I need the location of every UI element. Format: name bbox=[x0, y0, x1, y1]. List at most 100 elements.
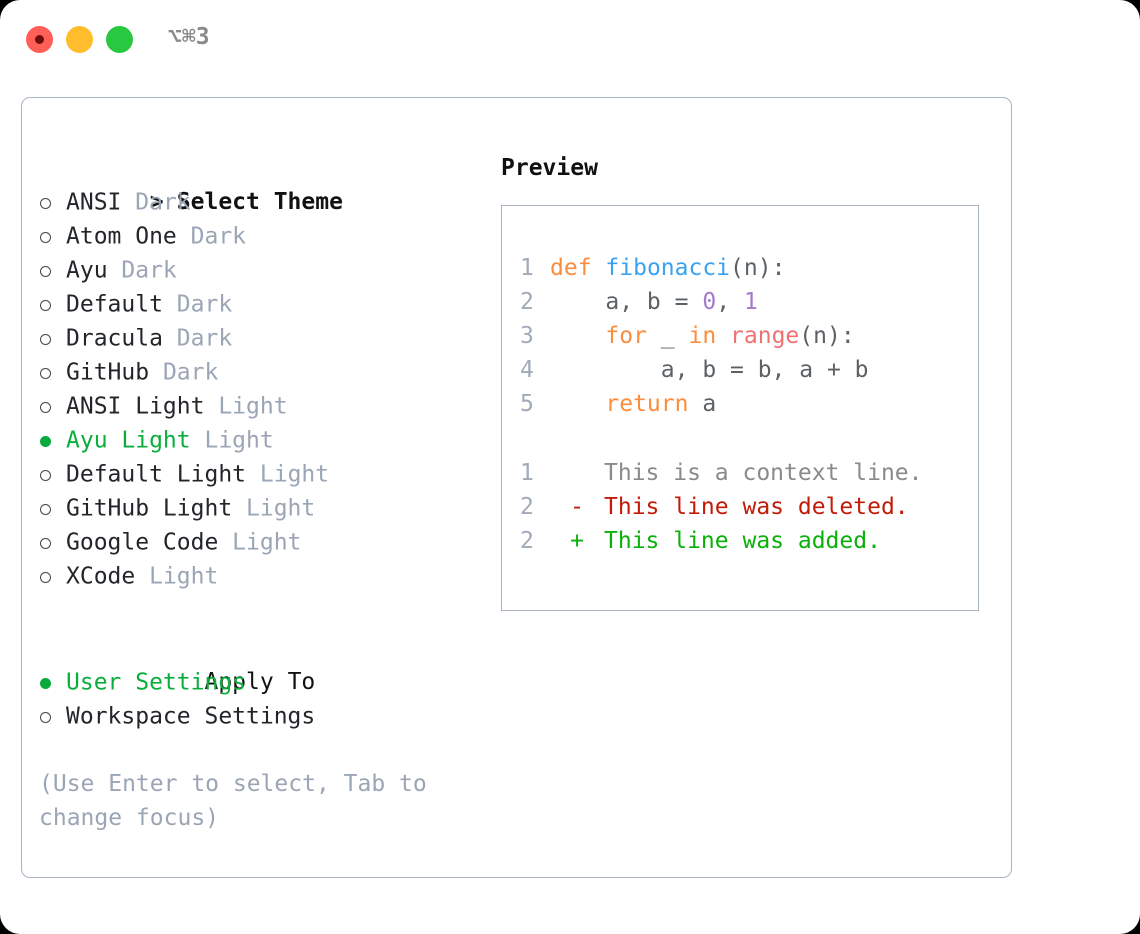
code-line: 3 for _ in range(n): bbox=[520, 319, 972, 353]
code-line: 1 def fibonacci(n): bbox=[520, 251, 972, 285]
code-token: 0 bbox=[702, 289, 717, 315]
diff-sample: 1 This is a context line.2-This line was… bbox=[520, 456, 972, 558]
keyboard-hint-text: (Use Enter to select, Tab to change focu… bbox=[39, 771, 441, 831]
theme-variant-badge: Dark bbox=[176, 291, 233, 318]
theme-option-label: ANSI bbox=[66, 189, 136, 216]
theme-option-github-light[interactable]: GitHub Light Light bbox=[39, 491, 479, 525]
radio-unselected-icon bbox=[39, 356, 66, 390]
theme-option-label: Dracula bbox=[66, 325, 177, 352]
apply-to-heading: >Apply To bbox=[39, 631, 479, 695]
radio-unselected-icon bbox=[39, 220, 66, 254]
diff-line-add: 2+This line was added. bbox=[520, 524, 972, 558]
radio-unselected-icon bbox=[39, 526, 66, 560]
line-number: 2 bbox=[520, 494, 534, 520]
theme-variant-badge: Dark bbox=[190, 223, 247, 250]
theme-option-ansi[interactable]: ANSI Dark bbox=[39, 185, 479, 219]
line-number: 5 bbox=[520, 391, 534, 417]
line-number: 2 bbox=[520, 528, 534, 554]
recording-indicator-icon bbox=[35, 35, 44, 44]
theme-option-dracula[interactable]: Dracula Dark bbox=[39, 321, 479, 355]
theme-option-default-light[interactable]: Default Light Light bbox=[39, 457, 479, 491]
code-sample: 1 def fibonacci(n): 2 a, b = 0, 1 3 for _ i… bbox=[520, 251, 972, 421]
theme-option-ayu-light[interactable]: Ayu Light Light bbox=[39, 423, 479, 457]
theme-option-label: ANSI Light bbox=[66, 393, 219, 420]
code-token: in bbox=[688, 323, 717, 349]
preview-box: 1 def fibonacci(n): 2 a, b = 0, 1 3 for _ i… bbox=[501, 205, 979, 611]
theme-option-label: Default bbox=[66, 291, 177, 318]
code-token bbox=[716, 323, 730, 349]
radio-unselected-icon bbox=[39, 492, 66, 526]
code-line: 4 a, b = b, a + b bbox=[520, 353, 972, 387]
code-token bbox=[550, 323, 605, 349]
theme-variant-badge: Light bbox=[259, 461, 330, 488]
line-number: 4 bbox=[520, 357, 534, 383]
line-number: 1 bbox=[520, 460, 534, 486]
cursor-marker-icon: > bbox=[149, 189, 164, 215]
code-token: fibonacci bbox=[605, 255, 731, 281]
line-number: 2 bbox=[520, 289, 534, 315]
radio-unselected-icon bbox=[39, 390, 66, 424]
theme-option-label: Atom One bbox=[66, 223, 191, 250]
theme-variant-badge: Dark bbox=[162, 359, 219, 386]
theme-variant-badge: Dark bbox=[135, 189, 191, 216]
diff-text: This is a context line. bbox=[604, 460, 923, 486]
theme-option-xcode[interactable]: XCode Light bbox=[39, 559, 479, 593]
diff-line-ctx: 1 This is a context line. bbox=[520, 456, 972, 490]
theme-option-google-code[interactable]: Google Code Light bbox=[39, 525, 479, 559]
code-token: 1 bbox=[743, 289, 758, 315]
apply-option-user-settings[interactable]: User Settings bbox=[39, 665, 479, 699]
diff-marker: + bbox=[570, 528, 584, 554]
code-token: for bbox=[605, 323, 647, 349]
code-token: a, b = bbox=[550, 289, 703, 315]
theme-option-label: Default Light bbox=[66, 461, 260, 488]
code-token: a, b = b, a + b bbox=[550, 357, 869, 383]
radio-unselected-icon bbox=[39, 322, 66, 356]
theme-variant-badge: Dark bbox=[121, 257, 177, 284]
code-token: range bbox=[730, 323, 800, 349]
code-token: a bbox=[688, 391, 717, 417]
theme-variant-badge: Light bbox=[204, 427, 274, 454]
code-token: (n): bbox=[730, 255, 786, 281]
minimize-button[interactable] bbox=[66, 26, 93, 53]
theme-option-ansi-light[interactable]: ANSI Light Light bbox=[39, 389, 479, 423]
code-line: 5 return a bbox=[520, 387, 972, 421]
diff-line-del: 2-This line was deleted. bbox=[520, 490, 972, 524]
radio-selected-icon bbox=[39, 424, 66, 458]
theme-option-atom-one[interactable]: Atom One Dark bbox=[39, 219, 479, 253]
theme-option-label: Ayu Light bbox=[66, 427, 205, 454]
theme-variant-badge: Light bbox=[232, 529, 302, 556]
radio-unselected-icon bbox=[39, 700, 66, 734]
select-theme-heading: > Select Theme bbox=[39, 151, 479, 215]
diff-marker: - bbox=[570, 494, 584, 520]
line-number: 3 bbox=[520, 323, 534, 349]
theme-option-ayu[interactable]: Ayu Dark bbox=[39, 253, 479, 287]
theme-option-default[interactable]: Default Dark bbox=[39, 287, 479, 321]
code-token: def bbox=[550, 255, 592, 281]
maximize-button[interactable] bbox=[106, 26, 133, 53]
radio-selected-icon bbox=[39, 666, 66, 700]
code-token: return bbox=[605, 391, 689, 417]
radio-unselected-icon bbox=[39, 254, 66, 288]
code-token bbox=[592, 255, 606, 281]
theme-variant-badge: Light bbox=[218, 393, 288, 420]
apply-option-workspace-settings[interactable]: Workspace Settings bbox=[39, 699, 479, 733]
theme-variant-badge: Dark bbox=[176, 325, 233, 352]
theme-option-label: Google Code bbox=[66, 529, 233, 556]
theme-variant-badge: Light bbox=[149, 563, 219, 590]
theme-option-label: GitHub Light bbox=[66, 495, 247, 522]
radio-unselected-icon bbox=[39, 186, 66, 220]
line-number: 1 bbox=[520, 255, 534, 281]
theme-option-label: Ayu bbox=[66, 257, 122, 284]
theme-option-github[interactable]: GitHub Dark bbox=[39, 355, 479, 389]
theme-option-label: GitHub bbox=[66, 359, 163, 386]
code-token: , bbox=[716, 289, 744, 315]
apply-to-title: Apply To bbox=[204, 669, 316, 695]
select-theme-title: Select Theme bbox=[176, 189, 343, 215]
